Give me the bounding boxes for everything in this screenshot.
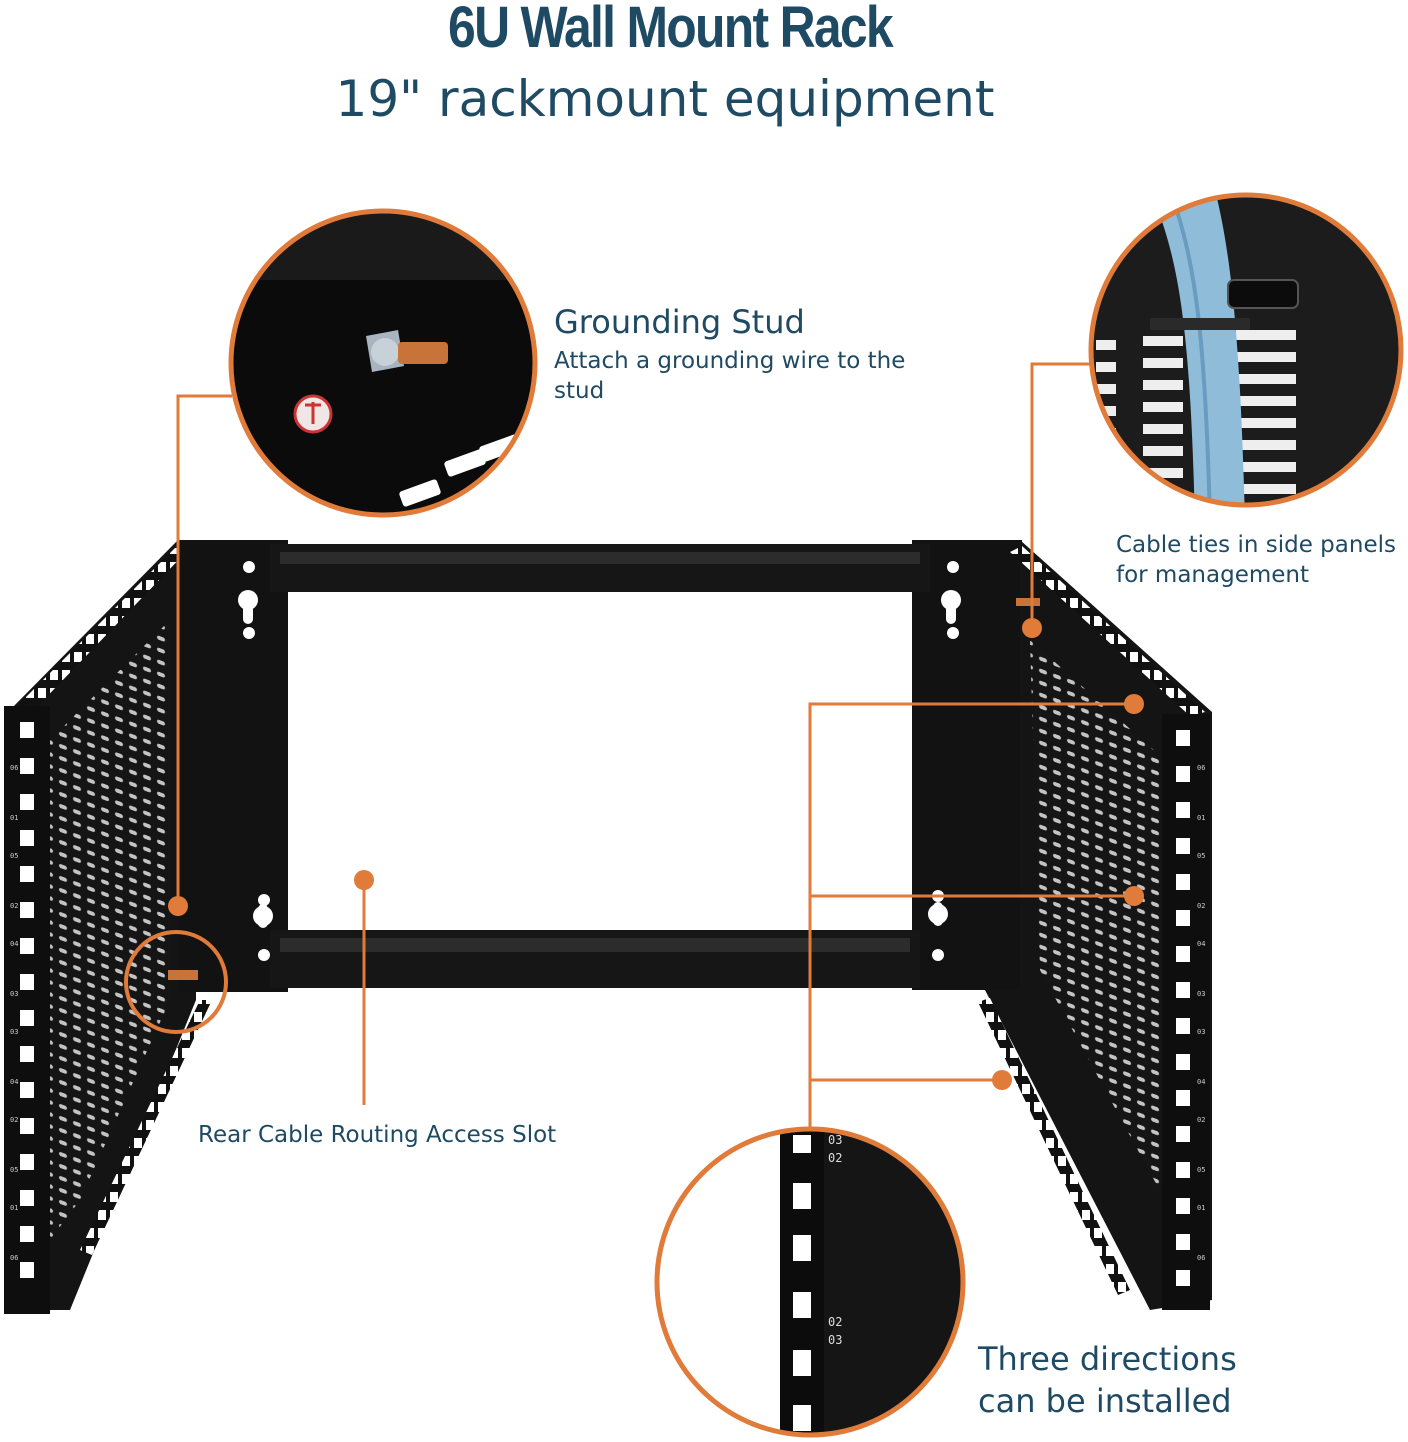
grounding-stud-title: Grounding Stud <box>554 303 805 341</box>
install-directions-label: Three directions can be installed <box>978 1340 1237 1420</box>
post-unit-mark: 03 <box>10 990 18 998</box>
post-unit-mark: 04 <box>10 940 18 948</box>
post-unit-mark: 02 <box>1197 1116 1205 1124</box>
grounding-stud-detail <box>228 208 538 518</box>
post-unit-mark: 06 <box>10 1254 18 1262</box>
right-side-panel <box>978 540 1212 1310</box>
rear-frame <box>178 540 1022 992</box>
post-unit-mark: 04 <box>10 1078 18 1086</box>
cable-ties-detail <box>1088 192 1404 508</box>
post-unit-mark: 03 <box>1197 1028 1205 1036</box>
post-unit-mark: 05 <box>10 852 18 860</box>
rack-grounding-stud <box>124 930 228 1034</box>
unit-mark: 03 <box>828 1333 842 1347</box>
unit-mark: 02 <box>828 1151 842 1165</box>
post-unit-mark: 05 <box>1197 1166 1205 1174</box>
post-unit-mark: 06 <box>10 764 18 772</box>
post-unit-mark: 05 <box>1197 852 1205 860</box>
post-unit-mark: 01 <box>10 814 18 822</box>
post-unit-mark: 02 <box>10 1116 18 1124</box>
post-unit-mark: 02 <box>10 902 18 910</box>
post-unit-mark: 02 <box>1197 902 1205 910</box>
post-unit-mark: 03 <box>1197 990 1205 998</box>
left-side-panel <box>8 540 212 1310</box>
post-unit-mark: 06 <box>1197 764 1205 772</box>
page-subtitle: 19" rackmount equipment <box>335 70 995 128</box>
post-unit-mark: 01 <box>1197 814 1205 822</box>
unit-mark: 02 <box>828 1315 842 1329</box>
grounding-stud-description: Attach a grounding wire to the stud <box>554 348 906 404</box>
unit-mark: 03 <box>828 1133 842 1147</box>
rack-cable-tie-mount <box>1016 598 1040 606</box>
post-unit-mark: 04 <box>1197 940 1205 948</box>
callout-dots <box>168 618 1144 1090</box>
callout-leaders <box>176 362 1134 1128</box>
page-title: 6U Wall Mount Rack <box>448 0 894 60</box>
post-unit-mark: 06 <box>1197 1254 1205 1262</box>
right-front-post <box>1162 714 1210 1310</box>
rear-cable-slot-label: Rear Cable Routing Access Slot <box>198 1122 557 1148</box>
post-unit-mark: 01 <box>1197 1204 1205 1212</box>
three-directions-detail: 03 02 02 03 <box>654 1126 966 1438</box>
post-unit-mark: 05 <box>10 1166 18 1174</box>
cable-ties-description: Cable ties in side panels for management <box>1116 532 1396 588</box>
post-unit-mark: 01 <box>10 1204 18 1212</box>
left-front-post <box>4 706 50 1314</box>
post-unit-mark: 04 <box>1197 1078 1205 1086</box>
post-unit-mark: 03 <box>10 1028 18 1036</box>
